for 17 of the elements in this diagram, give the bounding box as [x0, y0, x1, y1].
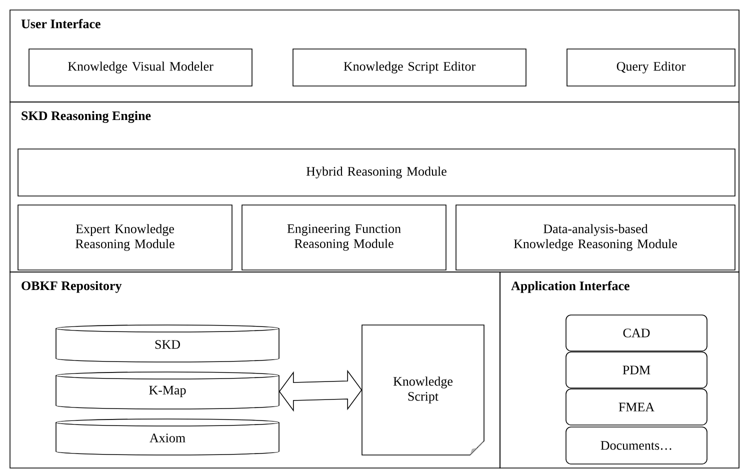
module-box: Hybrid Reasoning Module: [18, 148, 736, 196]
module-box: Knowledge Visual Modeler: [28, 48, 252, 86]
database-cylinder: Axiom: [56, 418, 280, 456]
database-cylinder: SKD: [56, 324, 280, 362]
module-box: Knowledge Script Editor: [292, 48, 526, 86]
interface-box: PDM: [566, 352, 708, 388]
node-label: K-Map: [149, 386, 186, 398]
module-box: Expert Knowledge Reasoning Module: [18, 204, 232, 270]
module-box: Query Editor: [566, 48, 736, 86]
module-box: Data-analysis-based Knowledge Reasoning Module: [456, 204, 736, 270]
node-label: Axiom: [150, 434, 186, 442]
interface-box: CAD: [566, 314, 708, 352]
database-cylinder: K-Map: [56, 372, 280, 410]
interface-box: Documents…: [566, 426, 708, 464]
node-label: SKD: [155, 340, 180, 349]
interface-box: FMEA: [566, 388, 708, 426]
module-box: Engineering Function Reasoning Module: [242, 204, 446, 270]
